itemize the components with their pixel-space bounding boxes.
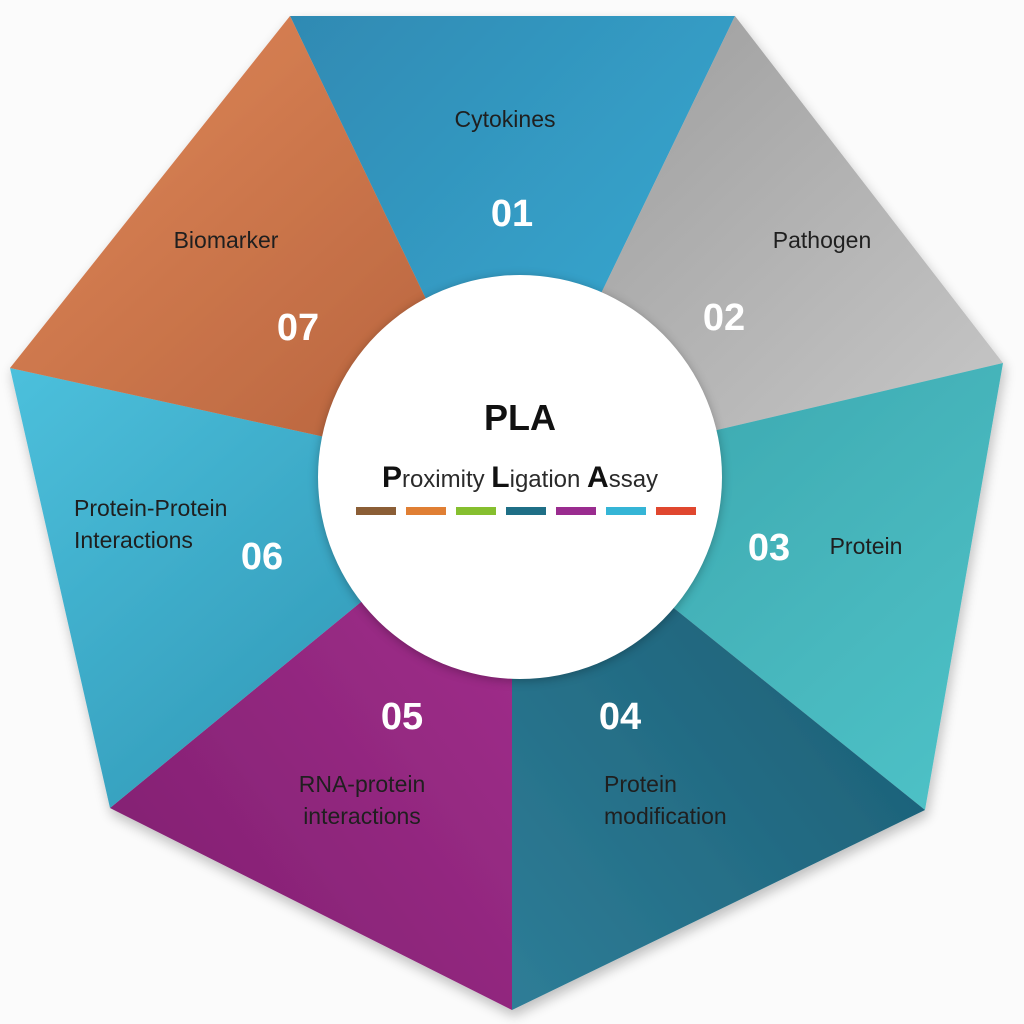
subtitle-cap-p: P bbox=[381, 461, 402, 494]
segment-label-biomarker: Biomarker bbox=[174, 227, 279, 253]
color-bar bbox=[656, 507, 696, 515]
segment-label-line: Pathogen bbox=[773, 227, 871, 253]
segment-cytokines bbox=[290, 16, 735, 478]
segment-number-04: 04 bbox=[599, 696, 641, 738]
segment-number-03: 03 bbox=[748, 527, 790, 569]
center-title: PLA bbox=[484, 397, 556, 438]
color-bar-row bbox=[356, 507, 696, 515]
color-bar bbox=[606, 507, 646, 515]
segment-label-line: modification bbox=[604, 803, 727, 829]
segment-number-07: 07 bbox=[277, 307, 319, 349]
segment-label-line: Interactions bbox=[74, 527, 193, 553]
segment-label-line: Protein bbox=[604, 771, 677, 797]
segment-label-pathogen: Pathogen bbox=[773, 227, 871, 253]
segment-label-line: RNA-protein bbox=[299, 771, 426, 797]
segment-label-line: Cytokines bbox=[455, 106, 556, 132]
subtitle-rest-p: roximity bbox=[401, 466, 492, 493]
color-bar bbox=[356, 507, 396, 515]
segment-label-cytokines: Cytokines bbox=[455, 106, 556, 132]
segment-label-protein: Protein bbox=[830, 533, 903, 559]
subtitle-cap-a: A bbox=[587, 461, 609, 494]
segment-number-01: 01 bbox=[491, 193, 533, 235]
segment-number-02: 02 bbox=[703, 297, 745, 339]
segment-label-line: interactions bbox=[303, 803, 421, 829]
segment-label-line: Biomarker bbox=[174, 227, 279, 253]
subtitle-rest-l: igation bbox=[509, 466, 588, 493]
center-subtitle: Proximity Ligation Assay bbox=[318, 461, 722, 495]
segment-label-line: Protein bbox=[830, 533, 903, 559]
center-circle: PLA Proximity Ligation Assay bbox=[318, 275, 722, 679]
subtitle-cap-l: L bbox=[491, 461, 510, 494]
color-bar bbox=[506, 507, 546, 515]
segment-label-protein-modification: Protein modification bbox=[604, 771, 727, 829]
segment-label-line: Protein-Protein bbox=[74, 495, 227, 521]
subtitle-rest-a: ssay bbox=[608, 466, 659, 493]
segment-label-rna-protein-interactions: RNA-protein interactions bbox=[299, 771, 426, 829]
segment-number-06: 06 bbox=[241, 536, 283, 578]
color-bar bbox=[406, 507, 446, 515]
segment-number-05: 05 bbox=[381, 696, 423, 738]
color-bar bbox=[456, 507, 496, 515]
color-bar bbox=[556, 507, 596, 515]
